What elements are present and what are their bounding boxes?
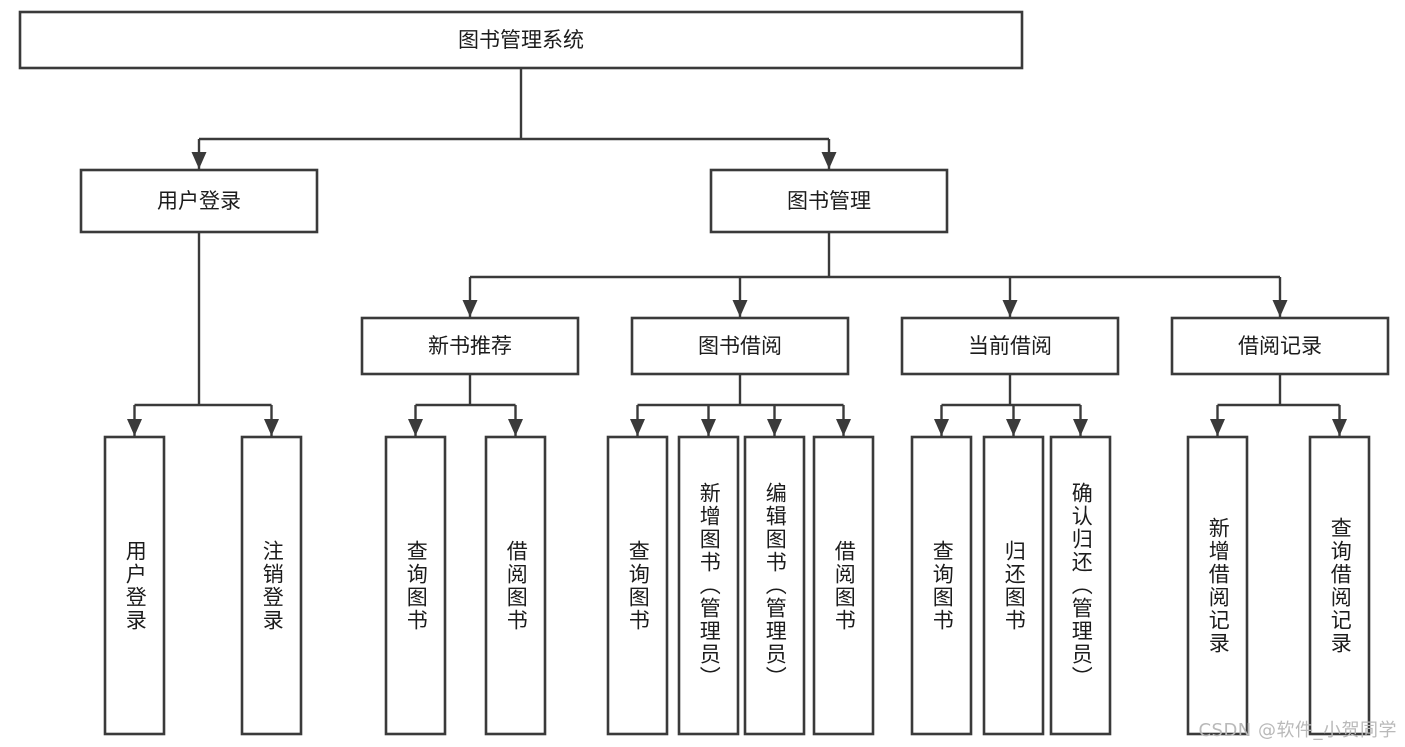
- node-box-borrow-record[interactable]: [1170, 316, 1390, 376]
- arrow-head-icon: [1002, 300, 1018, 317]
- node-box-leaf-query-book-3[interactable]: [910, 435, 973, 736]
- connector-layer: [127, 68, 1347, 436]
- arrow-head-icon: [836, 419, 851, 436]
- node-box-layer: [18, 10, 1390, 736]
- node-label-user-login: 用户登录: [157, 189, 241, 213]
- watermark-text: CSDN @软件_小贺同学: [1198, 720, 1397, 741]
- arrow-head-icon: [1332, 419, 1347, 436]
- node-box-leaf-query-book-2[interactable]: [606, 435, 669, 736]
- arrow-head-icon: [821, 152, 837, 169]
- arrow-head-icon: [934, 419, 949, 436]
- arrow-head-icon: [264, 419, 279, 436]
- arrow-head-icon: [732, 300, 748, 317]
- arrow-head-icon: [630, 419, 645, 436]
- node-box-user-login[interactable]: [79, 168, 319, 234]
- arrow-head-icon: [1073, 419, 1088, 436]
- node-label-borrow-record: 借阅记录: [1238, 334, 1322, 358]
- node-label-new-book-recommend: 新书推荐: [428, 334, 512, 358]
- node-box-leaf-return-book[interactable]: [982, 435, 1045, 736]
- node-box-leaf-query-record[interactable]: [1308, 435, 1371, 736]
- arrow-head-icon: [462, 300, 478, 317]
- arrow-head-icon: [191, 152, 207, 169]
- node-box-leaf-confirm-return[interactable]: [1049, 435, 1112, 736]
- node-box-leaf-user-logout[interactable]: [240, 435, 303, 736]
- arrow-head-icon: [508, 419, 523, 436]
- node-box-book-borrow[interactable]: [630, 316, 850, 376]
- node-box-new-book-recommend[interactable]: [360, 316, 580, 376]
- arrow-head-icon: [127, 419, 142, 436]
- node-box-leaf-borrow-book-1[interactable]: [484, 435, 547, 736]
- node-box-root[interactable]: [18, 10, 1024, 70]
- node-label-root: 图书管理系统: [458, 28, 584, 52]
- node-label-current-borrow: 当前借阅: [968, 334, 1052, 358]
- arrow-head-icon: [408, 419, 423, 436]
- node-box-current-borrow[interactable]: [900, 316, 1120, 376]
- node-box-leaf-edit-book[interactable]: [743, 435, 806, 736]
- node-box-leaf-user-login[interactable]: [103, 435, 166, 736]
- arrow-head-icon: [1272, 300, 1288, 317]
- node-label-book-manage: 图书管理: [787, 189, 871, 213]
- arrow-head-icon: [767, 419, 782, 436]
- arrow-head-icon: [701, 419, 716, 436]
- node-box-leaf-query-book-1[interactable]: [384, 435, 447, 736]
- node-box-book-manage[interactable]: [709, 168, 949, 234]
- arrow-head-icon: [1210, 419, 1225, 436]
- node-box-leaf-add-record[interactable]: [1186, 435, 1249, 736]
- arrow-head-icon: [1006, 419, 1021, 436]
- node-box-leaf-borrow-book-2[interactable]: [812, 435, 875, 736]
- node-box-leaf-add-book[interactable]: [677, 435, 740, 736]
- node-label-book-borrow: 图书借阅: [698, 334, 782, 358]
